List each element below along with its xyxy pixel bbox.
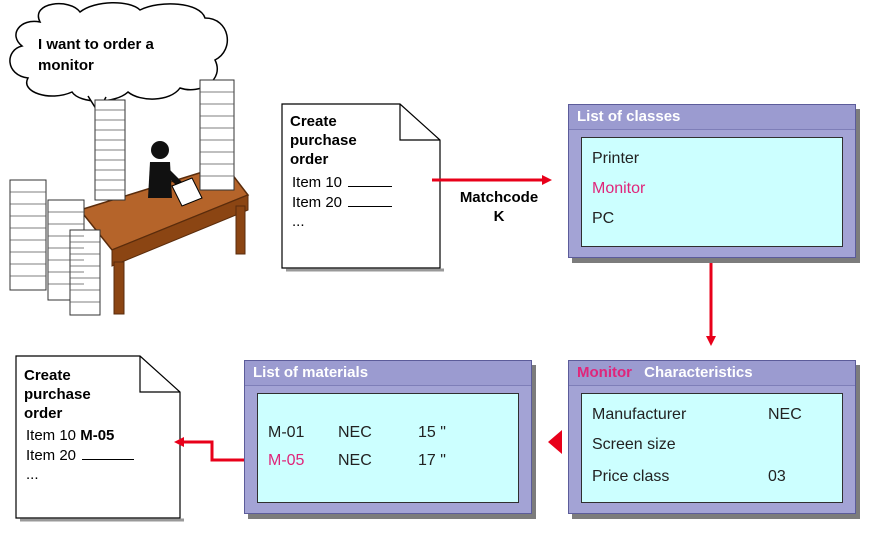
class-item-printer[interactable]: Printer — [592, 150, 640, 167]
doc-title-line-3: order — [24, 405, 63, 422]
material-id: M-05 — [268, 452, 305, 469]
purchase-order-doc-bottom: Create purchase order Item 10 M-05 Item … — [24, 366, 174, 484]
characteristics-list: Manufacturer NEC Screen size Price class… — [581, 393, 843, 503]
doc-item-row: Item 20 — [24, 445, 174, 465]
doc-title-line-2: purchase — [24, 386, 91, 403]
material-maker: NEC — [338, 452, 372, 469]
class-item-monitor[interactable]: Monitor — [592, 180, 646, 197]
arrow-to-materials — [548, 430, 562, 454]
doc-ellipsis: ... — [26, 466, 39, 483]
char-name: Screen size — [592, 436, 676, 453]
char-row-price-class: Price class — [592, 468, 669, 486]
material-row[interactable]: M-01 NEC 15 " — [268, 424, 446, 442]
material-maker: NEC — [338, 424, 372, 441]
window-title: Monitor Characteristics — [569, 361, 855, 386]
document-sheet-bottom — [15, 355, 181, 519]
char-row-screen-size: Screen size — [592, 436, 676, 454]
doc-item-row: Item 10 — [290, 172, 430, 192]
material-id: M-01 — [268, 424, 305, 441]
material-size: 17 " — [418, 452, 446, 469]
doc-item-blank[interactable] — [348, 192, 393, 207]
doc-title-line-1: Create — [24, 367, 71, 384]
characteristics-class-name: Monitor — [577, 364, 632, 381]
doc-item-label: Item 10 — [292, 174, 343, 191]
doc-item-blank[interactable] — [82, 445, 135, 460]
doc-item-label: Item 20 — [26, 447, 77, 464]
thought-line-1: I want to order a — [38, 36, 154, 53]
char-name: Manufacturer — [592, 406, 687, 423]
purchase-order-doc-top: Create purchase order Item 10 Item 20 ..… — [290, 112, 430, 231]
doc-item-blank[interactable] — [348, 172, 393, 187]
arrow-to-order — [174, 437, 244, 462]
doc-title-line-3: order — [290, 151, 329, 168]
char-name: Price class — [592, 468, 670, 485]
class-item-pc[interactable]: PC — [592, 210, 615, 227]
doc-ellipsis: ... — [292, 213, 305, 230]
office-illustration — [9, 79, 250, 316]
doc-item-row: Item 10 M-05 — [24, 426, 174, 445]
matchcode-line-2: K — [493, 208, 505, 225]
thought-line-2: monitor — [38, 57, 94, 74]
doc-item-row: Item 20 — [290, 192, 430, 212]
char-row-manufacturer: Manufacturer — [592, 406, 686, 424]
window-title: List of materials — [245, 361, 531, 386]
thought-bubble: I want to order a monitor — [38, 34, 154, 76]
doc-title-line-1: Create — [290, 113, 337, 130]
material-size: 15 " — [418, 424, 446, 441]
characteristics-title: Characteristics — [644, 364, 753, 381]
char-value[interactable]: 03 — [768, 468, 786, 485]
doc-item-value[interactable]: M-05 — [80, 427, 115, 444]
window-title: List of classes — [569, 105, 855, 130]
classes-list: Printer Monitor PC — [581, 137, 843, 247]
characteristics-window: Monitor Characteristics Manufacturer NEC… — [568, 360, 856, 514]
matchcode-line-1: Matchcode — [459, 189, 539, 206]
doc-item-label: Item 20 — [292, 194, 343, 211]
material-row[interactable]: M-05 NEC 17 " — [268, 452, 446, 470]
doc-item-label: Item 10 — [26, 427, 77, 444]
doc-title-line-2: purchase — [290, 132, 357, 149]
matchcode-label: Matchcode K — [444, 188, 554, 226]
classes-window: List of classes Printer Monitor PC — [568, 104, 856, 258]
char-value[interactable]: NEC — [768, 406, 802, 423]
